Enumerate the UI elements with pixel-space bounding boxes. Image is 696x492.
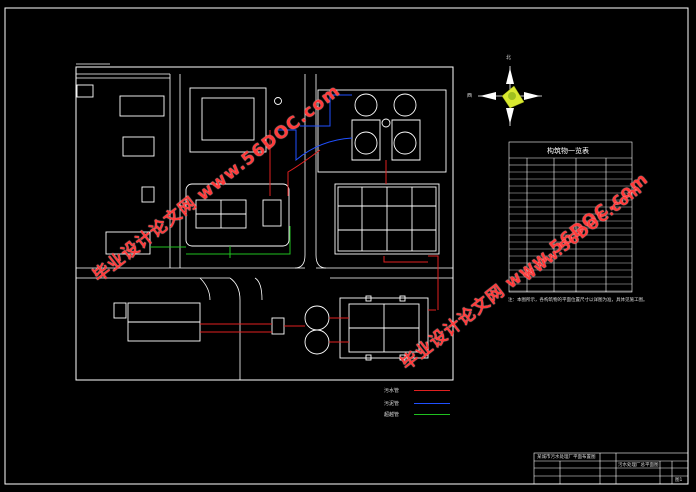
roads xyxy=(76,63,453,380)
title-block-sheet: 图1 xyxy=(675,478,683,483)
bypass-pipes xyxy=(150,226,291,258)
sedimentation-tanks xyxy=(304,295,429,361)
legend-line xyxy=(414,390,450,391)
legend-label: 污水管 xyxy=(384,388,400,394)
legend-line xyxy=(414,414,450,415)
table-title: 构筑物一览表 xyxy=(547,147,589,155)
title-block-project: 某城市污水处理厂平面布置图 xyxy=(537,455,596,460)
buildings xyxy=(76,84,447,342)
legend-bypass: 超越管 xyxy=(384,411,450,418)
compass-north-label: 北 xyxy=(506,55,512,61)
legend-label: 超越管 xyxy=(384,412,400,418)
structures-table-grid xyxy=(508,141,633,293)
compass-rose xyxy=(478,66,542,126)
site-boundary xyxy=(75,66,454,381)
table-note: 注：本图所示，各构筑物的平面位置尺寸以详图为准，具体见施工图。 xyxy=(508,298,648,303)
title-block xyxy=(533,452,689,485)
legend-line xyxy=(414,403,450,404)
legend-label: 污泥管 xyxy=(384,401,400,407)
drawing-frame xyxy=(4,7,689,485)
legend-sludge: 污泥管 xyxy=(384,400,450,407)
legend-sewage: 污水管 xyxy=(384,387,450,394)
compass-west-label: 西 xyxy=(467,93,473,99)
structures-table-rows xyxy=(509,171,632,292)
sewage-pipes xyxy=(200,130,439,343)
digesters xyxy=(274,93,421,161)
aeration-tanks xyxy=(334,183,440,255)
title-block-drawing-name: 污水处理厂总平面图 xyxy=(618,463,659,468)
